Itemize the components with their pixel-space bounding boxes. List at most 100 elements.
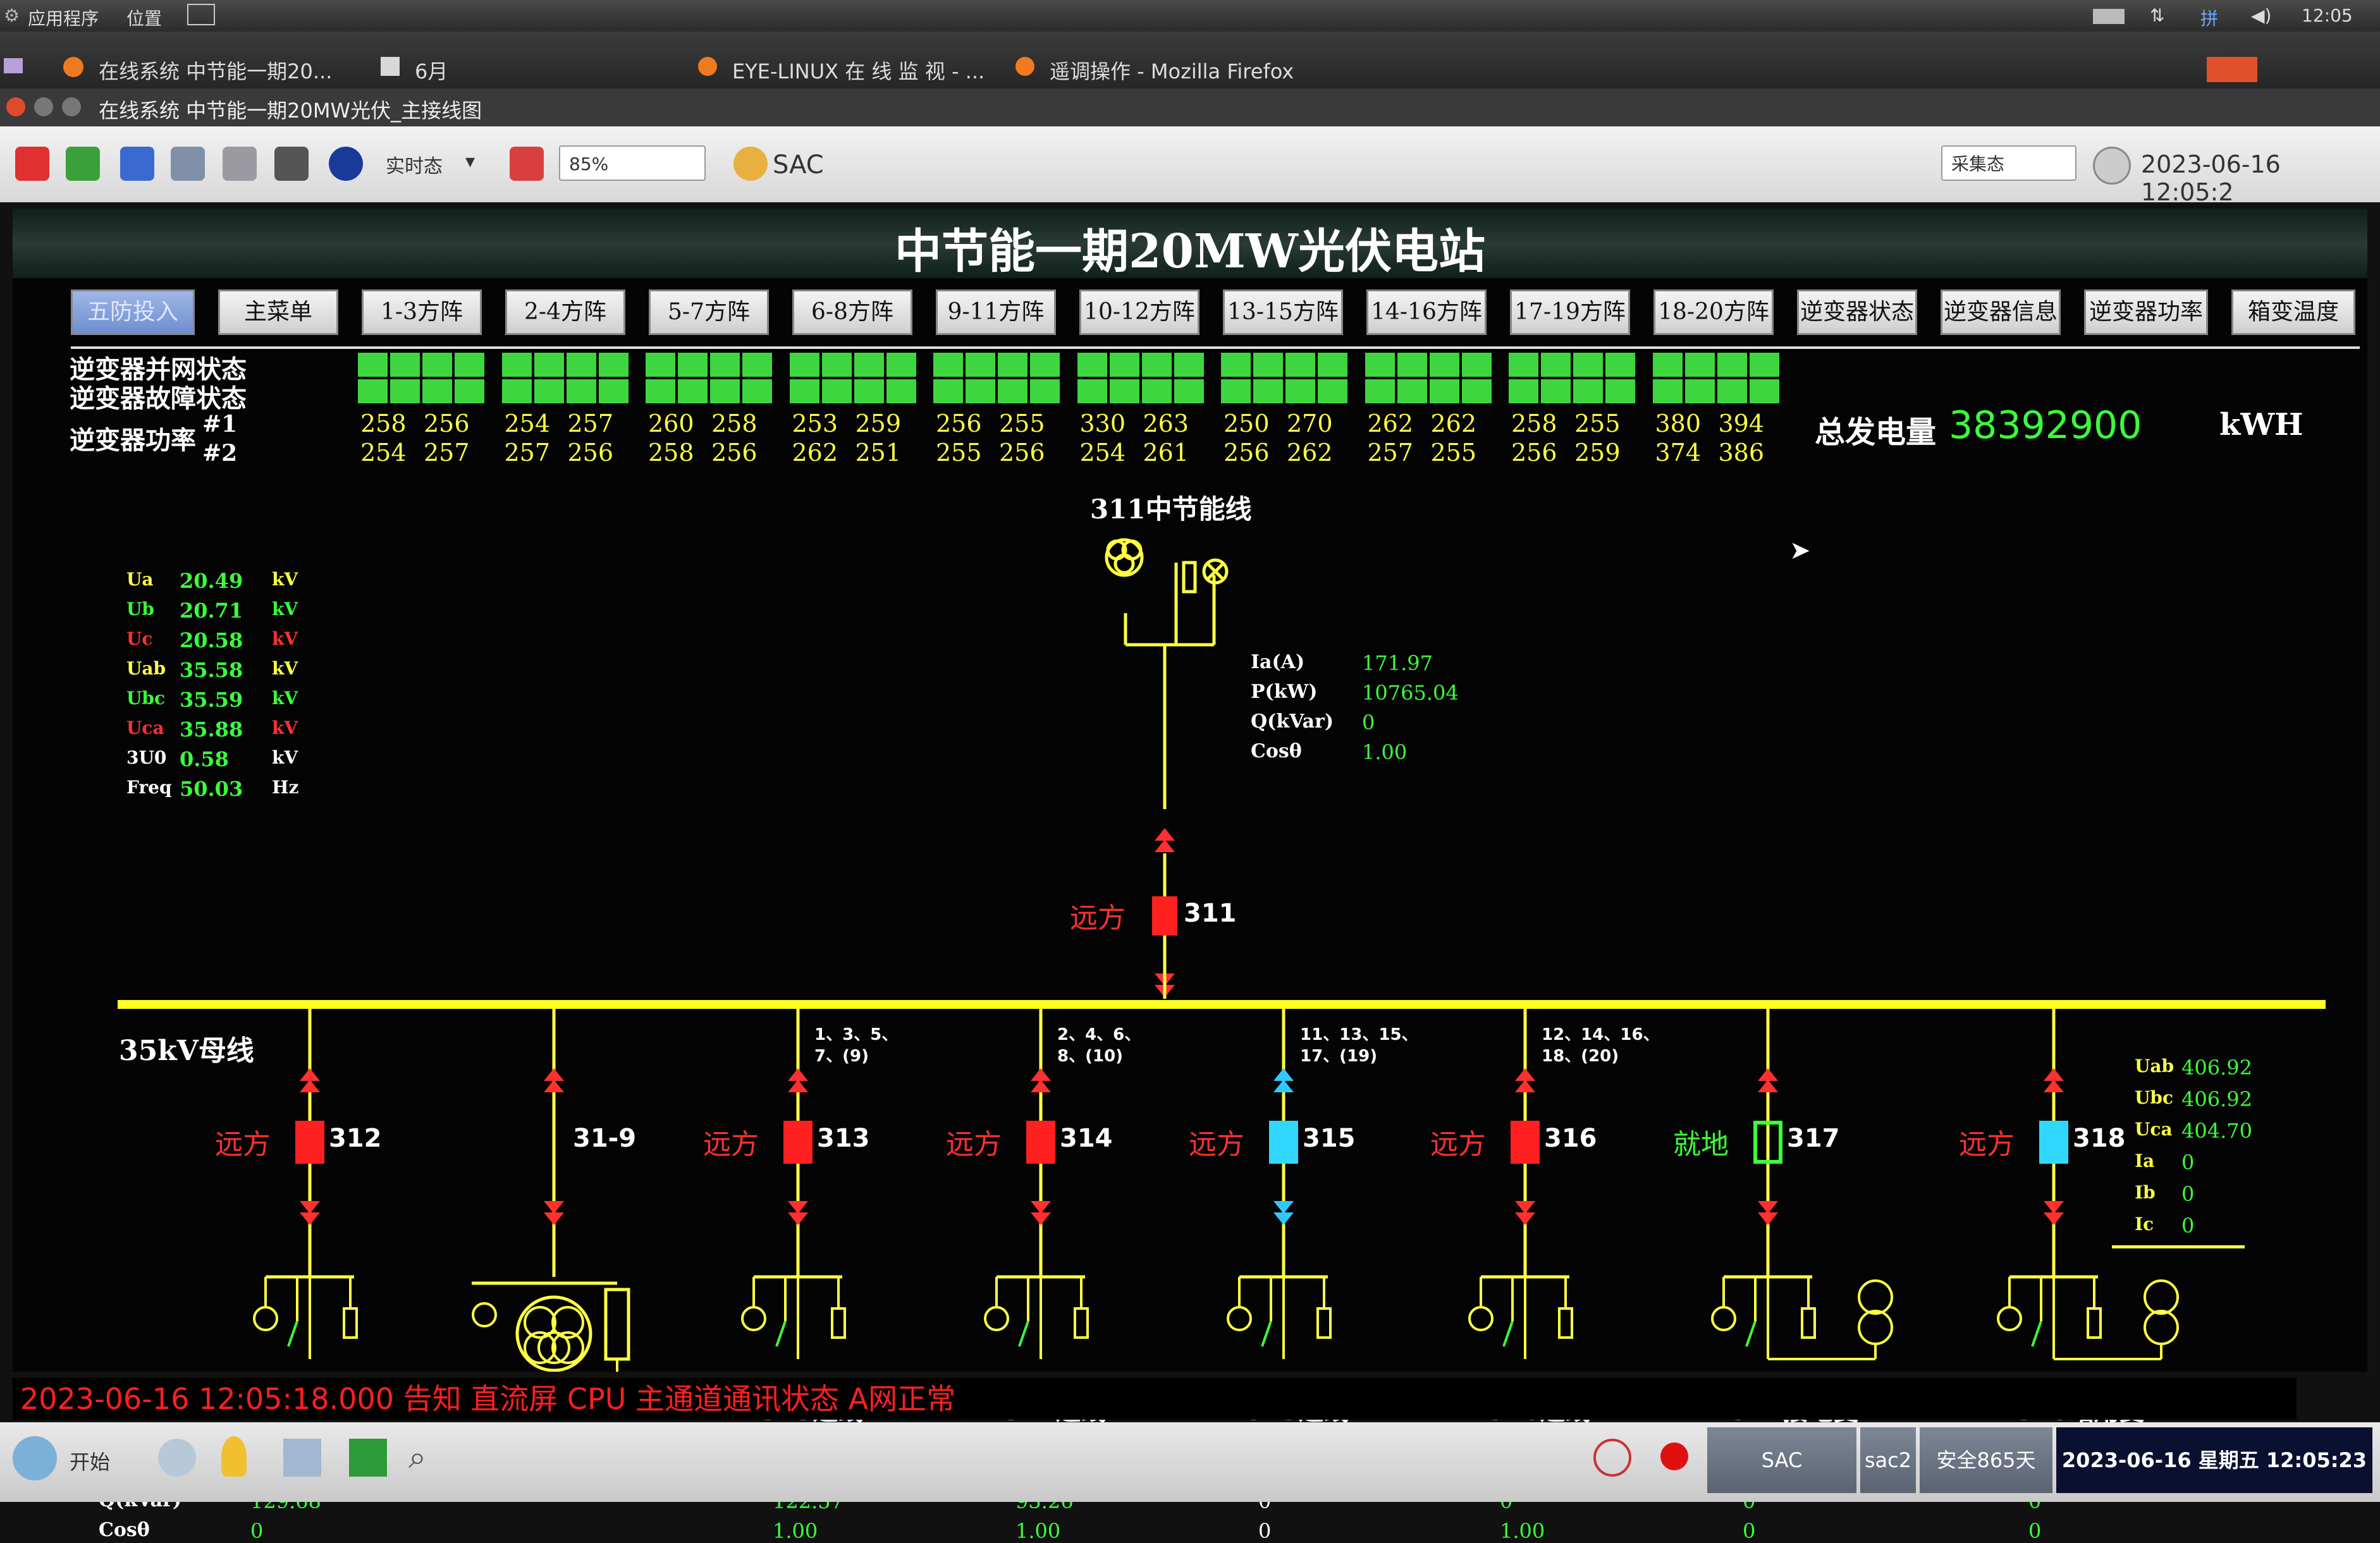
taskbar-safe-days[interactable]: 安全865天 — [1920, 1427, 2052, 1493]
inverter-status-cell — [1397, 353, 1427, 377]
tab-eye-linux[interactable]: EYE-LINUX 在 线 监 视 - ... — [732, 59, 985, 83]
power-icon[interactable] — [15, 147, 49, 181]
feeder-mode[interactable]: 远方 — [1959, 1128, 2015, 1161]
maximize-window-button[interactable] — [62, 97, 81, 116]
breaker-318[interactable] — [2039, 1121, 2068, 1164]
incoming-mode[interactable]: 远方 — [1070, 902, 1126, 934]
inverter-status-cell — [1141, 353, 1172, 377]
inverter-status-box[interactable] — [933, 353, 1060, 403]
start-icon[interactable] — [13, 1436, 57, 1480]
search-icon[interactable]: ⌕ — [408, 1439, 426, 1475]
state-select[interactable]: 采集态 — [1941, 145, 2076, 181]
tab-june[interactable]: 6月 — [415, 59, 448, 83]
close-window-button[interactable] — [6, 97, 25, 116]
alarm-bar[interactable]: 2023-06-16 12:05:18.000 告知 直流屏 CPU 主通道通讯… — [13, 1378, 2297, 1420]
network-icon[interactable]: ⇅ — [2150, 5, 2165, 26]
bulb-icon[interactable] — [221, 1436, 247, 1477]
input-method-icon[interactable]: 拼 — [2200, 8, 2219, 29]
no-sound-icon[interactable] — [1593, 1439, 1631, 1477]
nav-button[interactable]: 箱变温度 — [2231, 290, 2355, 335]
chevron-down-icon[interactable]: ▾ — [465, 150, 475, 173]
inverter-status-box[interactable] — [1652, 353, 1779, 403]
keyboard-icon[interactable] — [2093, 9, 2125, 24]
breaker-314[interactable] — [1026, 1121, 1055, 1164]
feeder-mode[interactable]: 远方 — [1189, 1128, 1244, 1161]
nav-button[interactable]: 10-12方阵 — [1079, 290, 1199, 335]
nav-button[interactable]: 14-16方阵 — [1366, 290, 1487, 335]
nav-button[interactable]: 主菜单 — [218, 290, 338, 335]
zoom-select[interactable]: 85% — [559, 145, 706, 181]
nav-button[interactable]: 13-15方阵 — [1223, 290, 1343, 335]
feeder-mode[interactable]: 远方 — [215, 1128, 271, 1161]
breaker-311[interactable] — [1152, 896, 1177, 936]
breaker-317[interactable] — [1753, 1121, 1782, 1164]
apps-menu[interactable]: 应用程序 — [28, 8, 99, 29]
edit-icon[interactable] — [120, 147, 154, 181]
inverter-status-cell — [854, 379, 884, 403]
user-name[interactable]: SAC — [773, 150, 824, 180]
refresh-icon[interactable] — [66, 147, 100, 181]
tab-online-system[interactable]: 在线系统 中节能一期20... — [99, 59, 333, 83]
taskbar-sac[interactable]: SAC — [1707, 1427, 1856, 1493]
inverter-status-box[interactable] — [1077, 353, 1204, 403]
busbar-35kv[interactable] — [118, 1000, 2326, 1009]
inverter-status-cell — [1397, 379, 1427, 403]
nav-button[interactable]: 2-4方阵 — [505, 290, 625, 335]
bus-meas-unit: kV — [272, 717, 298, 738]
inverter-status-cell — [422, 379, 452, 403]
document-icon[interactable] — [283, 1439, 321, 1477]
feeder-mode[interactable]: 就地 — [1673, 1128, 1729, 1161]
monitor-icon[interactable] — [171, 147, 205, 181]
aux-meas-name: Ubc — [2135, 1087, 2174, 1108]
taskbar-datetime[interactable]: 2023-06-16 星期五 12:05:23 — [2056, 1427, 2372, 1493]
inverter-status-box[interactable] — [1221, 353, 1347, 403]
inverter-status-box[interactable] — [358, 353, 484, 403]
inverter-status-cell — [1030, 379, 1060, 403]
breaker-315[interactable] — [1269, 1121, 1298, 1164]
breaker-316[interactable] — [1511, 1121, 1540, 1164]
nav-button[interactable]: 17-19方阵 — [1510, 290, 1630, 335]
show-desktop-icon[interactable] — [4, 58, 23, 73]
inverter-status-box[interactable] — [646, 353, 772, 403]
minimize-window-button[interactable] — [34, 97, 53, 116]
volume-icon[interactable]: ◀) — [2251, 5, 2272, 26]
inverter-status-box[interactable] — [1365, 353, 1492, 403]
taskbar-sac2[interactable]: sac2 — [1860, 1427, 1916, 1493]
camera-icon[interactable] — [274, 147, 309, 181]
inverter-status-cell — [1174, 379, 1204, 403]
breaker-312[interactable] — [295, 1121, 324, 1164]
apps-icon[interactable]: ⚙ — [4, 5, 20, 26]
record-icon[interactable] — [1660, 1442, 1688, 1470]
feeder-mode[interactable]: 远方 — [1430, 1128, 1486, 1161]
feeder-mode[interactable]: 远方 — [946, 1128, 1002, 1161]
nav-button[interactable]: 五防投入 — [71, 290, 195, 335]
tab-remote-adjust[interactable]: 遥调操作 - Mozilla Firefox — [1050, 59, 1294, 83]
excel-icon[interactable] — [349, 1439, 387, 1477]
inverter-power: 260 — [648, 410, 694, 437]
nav-button[interactable]: 9-11方阵 — [936, 290, 1056, 335]
clock[interactable]: 12:05 — [2302, 5, 2353, 26]
home-icon[interactable] — [510, 147, 544, 181]
inverter-power: 254 — [360, 439, 407, 467]
nav-button[interactable]: 逆变器功率 — [2084, 290, 2208, 335]
breaker-313[interactable] — [783, 1121, 813, 1164]
nav-button[interactable]: 1-3方阵 — [362, 290, 482, 335]
nav-button[interactable]: 18-20方阵 — [1653, 290, 1774, 335]
nav-button[interactable]: 逆变器状态 — [1797, 290, 1917, 335]
inverter-status-box[interactable] — [789, 353, 916, 403]
inverter-status-box[interactable] — [501, 353, 629, 403]
network-map-icon[interactable] — [158, 1439, 196, 1477]
feeder-mode[interactable]: 远方 — [703, 1128, 759, 1161]
inverter-status-box[interactable] — [1509, 353, 1635, 403]
bus-meas-name: Uca — [126, 717, 164, 738]
mode-select[interactable]: 实时态 — [386, 156, 443, 178]
feeder-breaker-label: 314 — [1060, 1124, 1113, 1153]
nav-button[interactable]: 逆变器信息 — [1941, 290, 2061, 335]
places-menu[interactable]: 位置 — [126, 8, 163, 29]
nav-button[interactable]: 6-8方阵 — [792, 290, 912, 335]
print-icon[interactable] — [223, 147, 257, 181]
globe-icon[interactable] — [329, 147, 363, 181]
start-button[interactable]: 开始 — [70, 1450, 111, 1474]
nav-button[interactable]: 5-7方阵 — [649, 290, 769, 335]
terminal-icon[interactable] — [187, 4, 215, 25]
